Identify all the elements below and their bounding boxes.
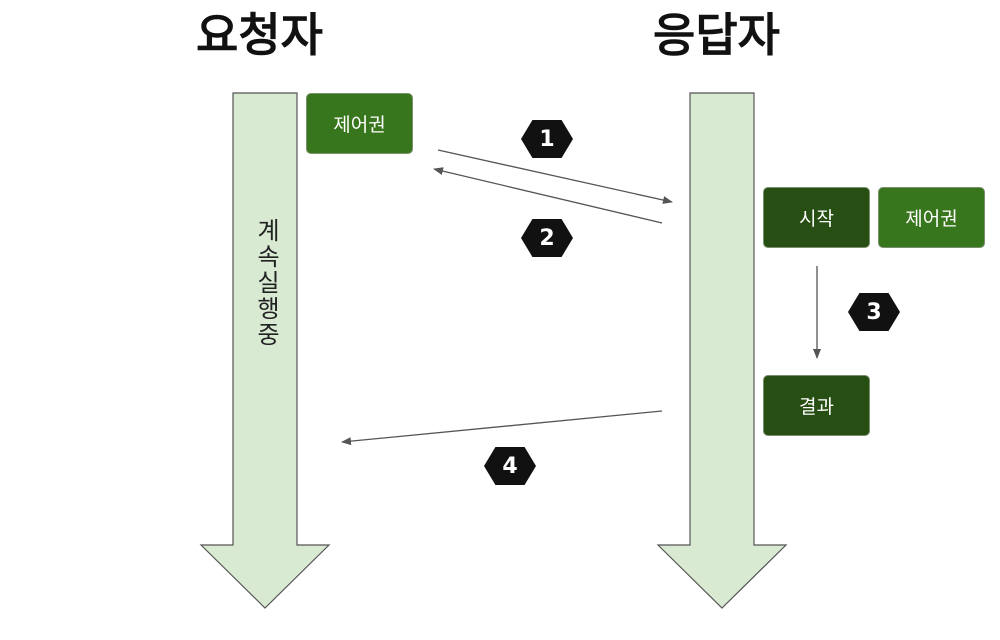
step-badge-4: 4 xyxy=(484,447,536,485)
responder-result-box: 결과 xyxy=(763,375,870,436)
responder-timeline-arrow xyxy=(656,92,788,609)
requester-lane-label: 계속실행중 xyxy=(252,218,280,348)
connector-step-1 xyxy=(437,149,673,204)
connector-step-2 xyxy=(433,167,663,224)
step-badge-1: 1 xyxy=(521,120,573,158)
step-badge-2: 2 xyxy=(521,219,573,257)
connector-step-4 xyxy=(341,410,663,446)
responder-heading: 응답자 xyxy=(653,8,780,62)
responder-start-box: 시작 xyxy=(763,187,870,248)
step-badge-3: 3 xyxy=(848,293,900,331)
requester-timeline-arrow xyxy=(199,92,331,609)
responder-control-box: 제어권 xyxy=(878,187,985,248)
requester-heading: 요청자 xyxy=(196,8,323,62)
requester-control-box: 제어권 xyxy=(306,93,413,154)
